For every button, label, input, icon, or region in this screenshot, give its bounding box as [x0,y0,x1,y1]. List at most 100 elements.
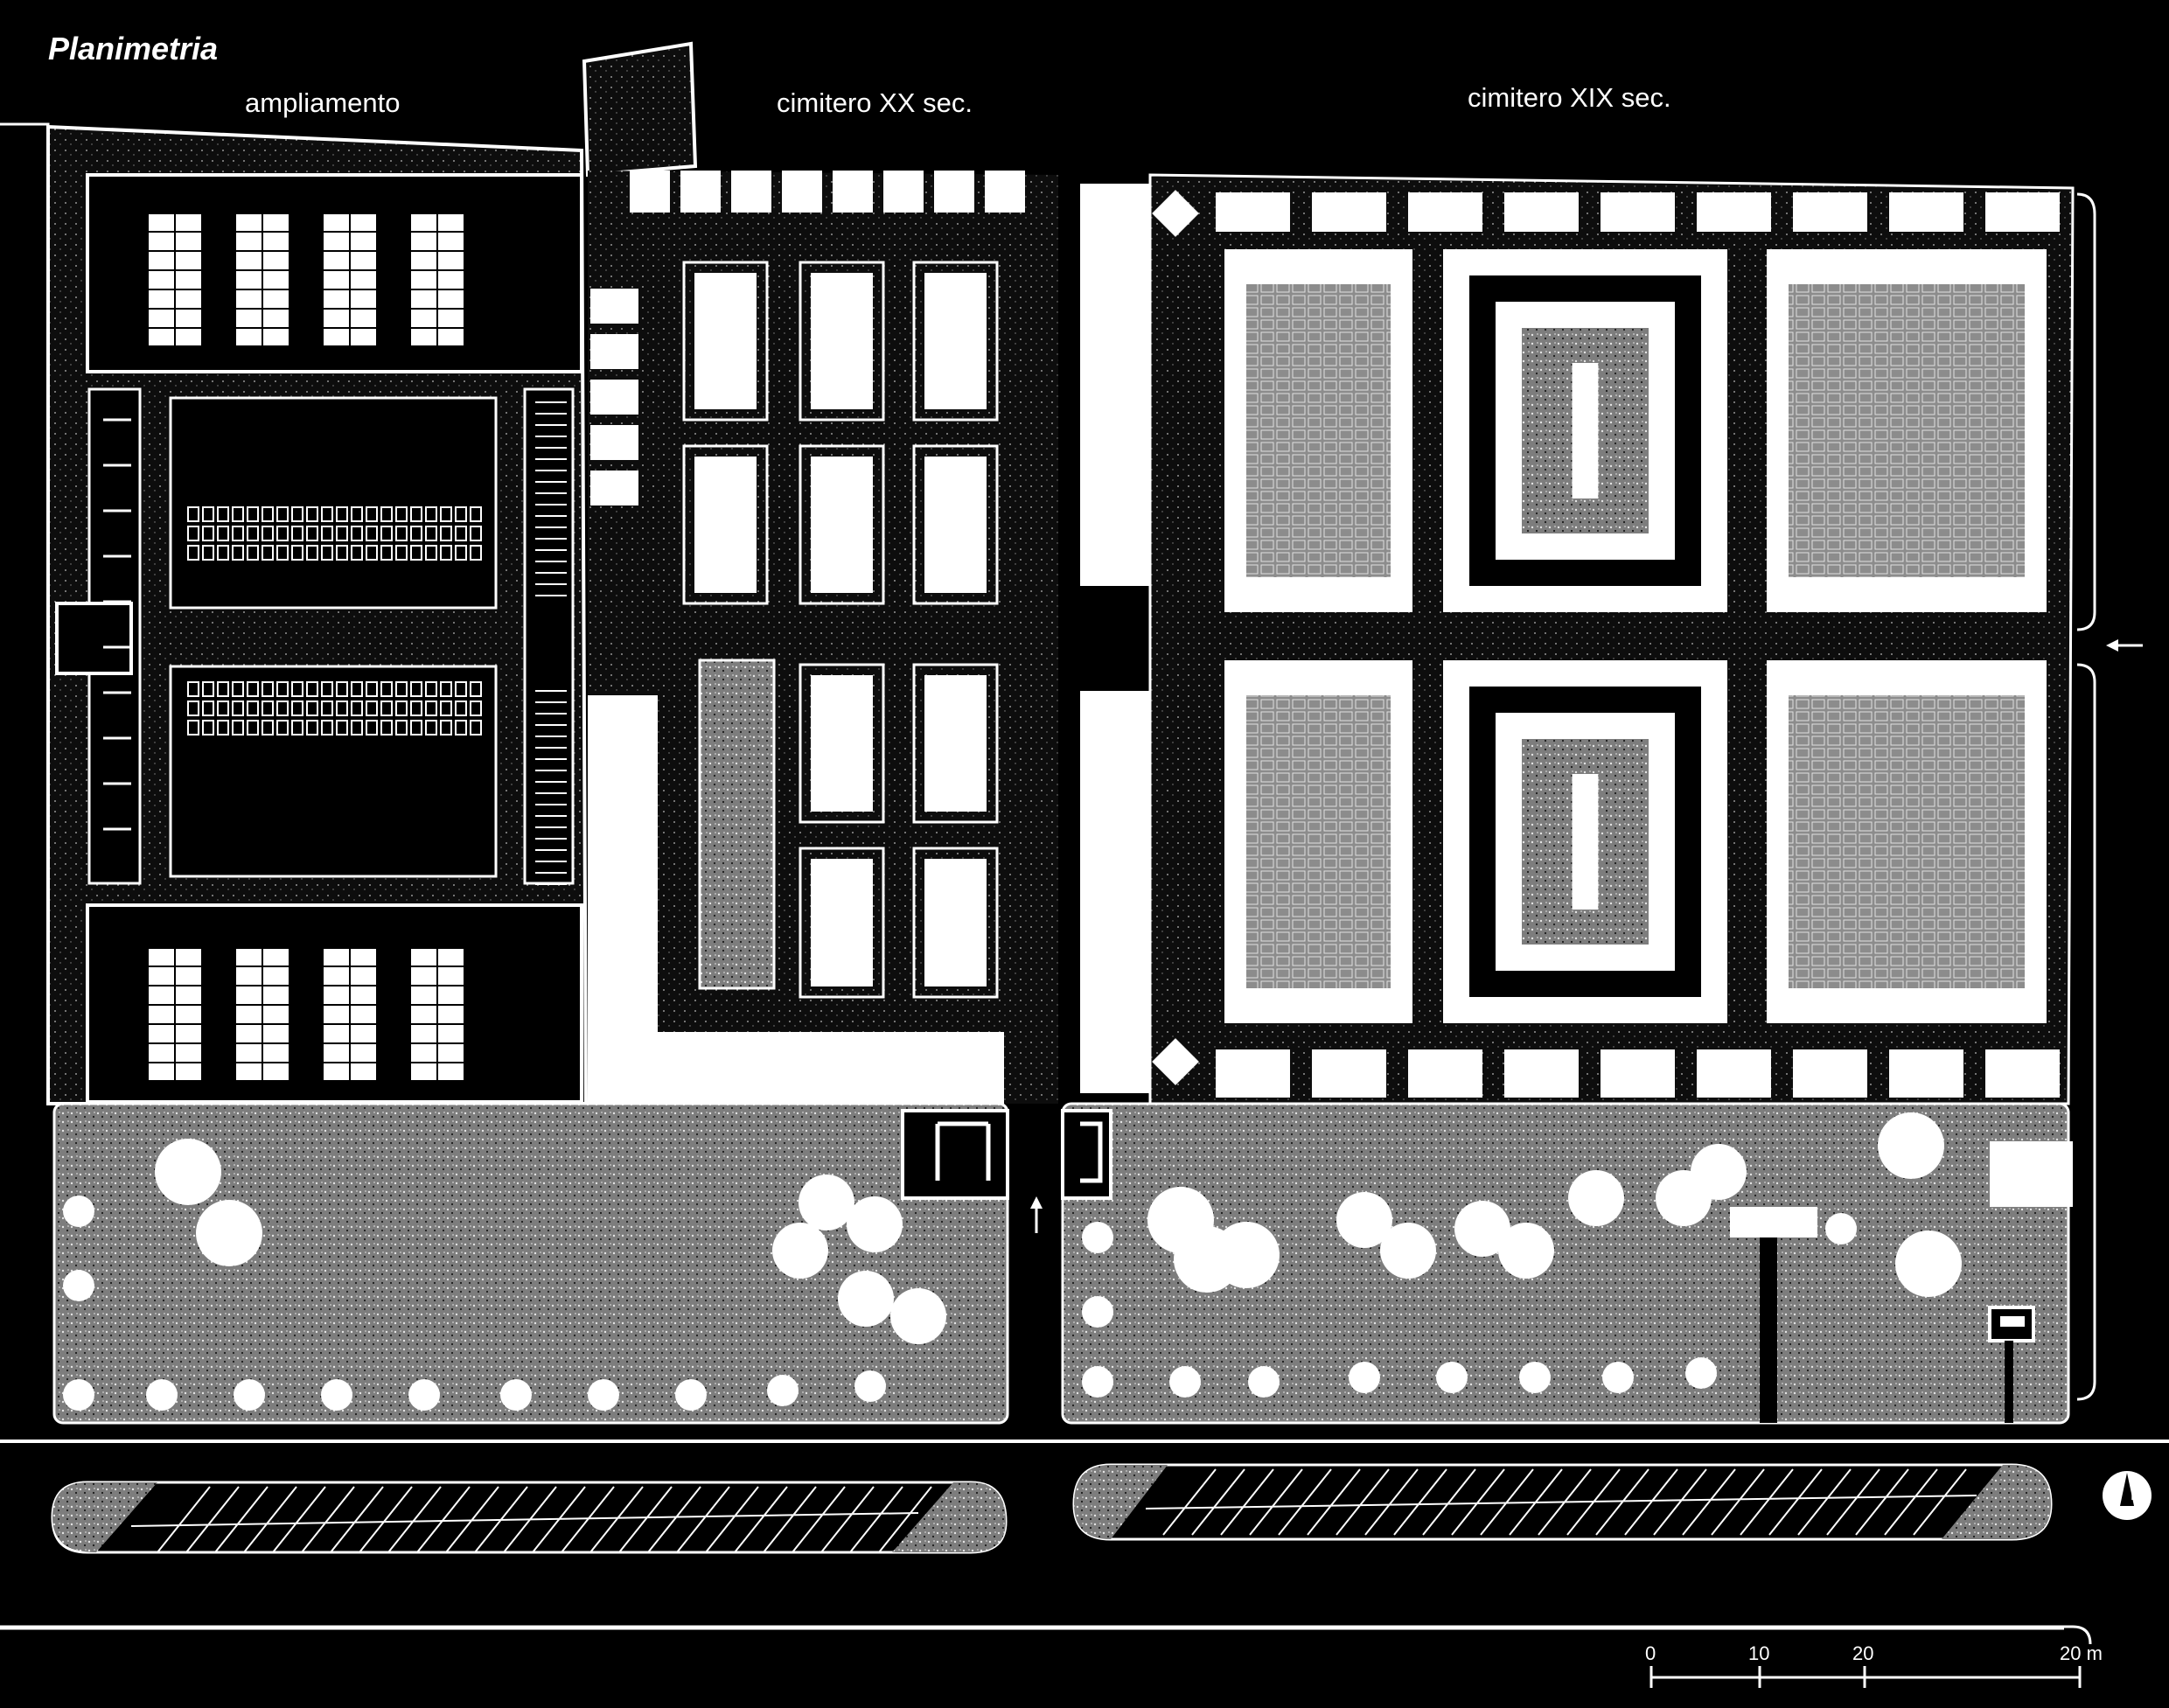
perimeter-niche [1408,1049,1482,1098]
perimeter-niche [1312,192,1386,232]
niche-slot [455,526,467,541]
parking-stall-line [1220,1468,1274,1536]
niche-slot [455,681,467,697]
parking-stall-line [1595,1468,1649,1536]
niche-slot [247,681,259,697]
burial-field [924,675,987,812]
niche-slot [187,545,199,561]
tree-icon [1436,1362,1468,1393]
parking-stall-line [1393,1468,1447,1536]
niche-slot [410,526,422,541]
perimeter-niche [590,425,638,460]
corridor-east [523,387,575,885]
tree-icon [1349,1362,1380,1393]
tree-icon [1336,1192,1392,1248]
parking-stall-line [1653,1468,1707,1536]
parking-stall-line [1422,1468,1476,1536]
niche-slot [276,506,289,522]
path-column-east [1080,184,1150,586]
niche-slot [425,720,437,735]
niche-slot [262,720,274,735]
tree-icon [772,1223,828,1279]
parking-stall-line [1855,1468,1909,1536]
niche-slot [262,545,274,561]
burial-field [811,859,873,986]
scale-tick-0: 0 [1645,1642,1656,1664]
niche-slot [217,720,229,735]
burial-field-frame [799,261,885,422]
parking-stall-line [849,1486,903,1553]
burial-field [811,675,873,812]
niche-slot [395,545,408,561]
parking-stall-line [1480,1468,1534,1536]
tree-icon [1248,1366,1280,1398]
niche-slot [425,506,437,522]
niche-slot [187,681,199,697]
niche-slot [321,526,333,541]
zone-label-cemetery-20th: cimitero XX sec. [777,87,973,118]
tree-icon [63,1270,94,1301]
parking-stall-line [532,1486,586,1553]
niche-slot [410,506,422,522]
access-strip [582,41,698,178]
perimeter-niche [1216,1049,1290,1098]
niche-slot [276,681,289,697]
niche-slot [366,506,378,522]
tree-icon [1082,1222,1113,1253]
parking-stall-line [330,1486,384,1553]
niche-slot [232,720,244,735]
niche-slot [202,545,214,561]
scale-tick-10: 10 [1748,1642,1769,1664]
niche-slot [291,526,303,541]
maze-core [1572,363,1599,498]
niche-slot [380,681,393,697]
niche-slot [425,701,437,716]
parking-stall-line [647,1486,701,1553]
niche-slot [321,506,333,522]
tree-icon [838,1271,894,1327]
burial-field [811,273,873,409]
niche-slot [187,720,199,735]
niche-slot [395,701,408,716]
niche-slot [380,526,393,541]
entrance-walk [1023,1104,1058,1423]
niche-slot [202,720,214,735]
tree-icon [155,1139,221,1205]
tree-icon [1602,1362,1634,1393]
parking-stall-line [445,1486,499,1553]
perimeter-niche [1697,1049,1771,1098]
niche-slot [306,506,318,522]
tree-icon [588,1379,619,1411]
niche-slot [455,545,467,561]
parking-stall-line [1884,1468,1938,1536]
service-block-b [1730,1207,1817,1237]
parking-stall-line [1768,1468,1823,1536]
parking-stall-line [820,1486,875,1553]
niche-slot [321,681,333,697]
east-boundary-bracket [2076,192,2096,1401]
extension-area [46,41,698,1105]
gravel-bed-west [698,659,776,990]
niche-slot [470,545,482,561]
north-label: N [2131,1488,2141,1503]
road-edge [0,1625,2092,1645]
niche-slot [395,506,408,522]
tree-icon [63,1196,94,1227]
north-arrow-icon: N [2103,1471,2152,1520]
burial-field-frame [682,444,769,605]
niche-slot [217,526,229,541]
parking-stall-line [589,1486,644,1553]
perimeter-niche [1504,192,1579,232]
burial-field-frame [799,444,885,605]
niche-slot [380,545,393,561]
niche-slot [276,526,289,541]
parking-stall-line [474,1486,528,1553]
niche-slot [425,545,437,561]
burial-field-frame [912,261,999,422]
perimeter-niche [590,380,638,415]
burial-field-frame [799,847,885,999]
niche-slot [321,720,333,735]
niche-slot [395,720,408,735]
niche-slot [455,506,467,522]
